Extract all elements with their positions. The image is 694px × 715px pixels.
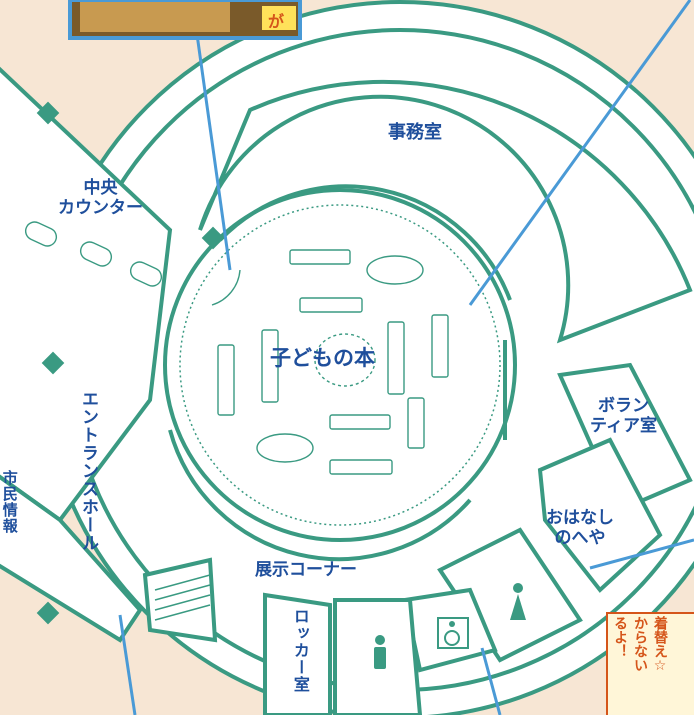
kids-north-shelf-wall [218, 184, 512, 301]
counter-seat [79, 241, 113, 267]
pointer-line [480, 647, 502, 715]
kids-south-shelf-wall [168, 429, 472, 562]
locker-room [263, 592, 332, 715]
man-restroom-icon [374, 635, 386, 669]
shelf [431, 314, 449, 378]
label-exhibition-corner: 展示コーナー [255, 560, 357, 580]
counter-seat [129, 261, 163, 287]
shelf [289, 249, 351, 265]
central-counter [24, 221, 163, 287]
dressing-note: 着替え☆ からない るよ！ [612, 616, 668, 674]
stair-step [154, 594, 211, 611]
west-wing [0, 66, 173, 523]
reading-table [256, 433, 314, 463]
shelf [407, 397, 425, 449]
reading-table [366, 255, 424, 285]
book-shelves [211, 249, 449, 475]
pointer-line [193, 19, 232, 271]
shelf [299, 297, 363, 313]
kids-zone-dashed [179, 204, 501, 526]
photo-image [80, 2, 230, 32]
storytelling-room [537, 437, 663, 593]
wheelchair-restroom-icon [437, 617, 469, 649]
staircase [142, 557, 218, 643]
shelf [387, 321, 405, 395]
shelf [217, 344, 235, 416]
label-central-counter: 中央 カウンター [58, 178, 143, 219]
label-office: 事務室 [388, 122, 442, 143]
round-table [314, 333, 376, 387]
pillar [36, 601, 60, 625]
southwest-wing [0, 474, 143, 643]
stair-step [154, 574, 211, 591]
stair-step [154, 604, 211, 621]
photo-caption: が [268, 12, 285, 31]
stair-frame [142, 557, 218, 643]
label-volunteer-room: ボラン ティア室 [590, 396, 657, 437]
label-childrens-books: 子どもの本 [270, 346, 375, 370]
counter-seat [24, 221, 58, 247]
woman-restroom-icon [510, 583, 526, 620]
shelf [329, 459, 393, 475]
office-sector [198, 79, 693, 344]
reading-bench [211, 269, 241, 306]
stair-step [154, 584, 211, 601]
pointer-line [468, 0, 692, 306]
pointer-line [118, 614, 137, 715]
dressing-note-box: 着替え☆ からない るよ！ [606, 612, 694, 715]
label-entrance-hall: エントランスホール [78, 390, 99, 552]
shelf [261, 329, 279, 403]
photo-caption-box [262, 6, 296, 30]
label-storytelling-room: おはなし のへや [546, 508, 614, 549]
pillar [36, 101, 60, 125]
photo-callout [68, 0, 302, 40]
label-locker-room: ロッカー室 [290, 608, 310, 693]
pointer-line [589, 538, 694, 570]
shelf [329, 414, 391, 430]
label-citizen-info: 市民情報 [0, 470, 19, 534]
